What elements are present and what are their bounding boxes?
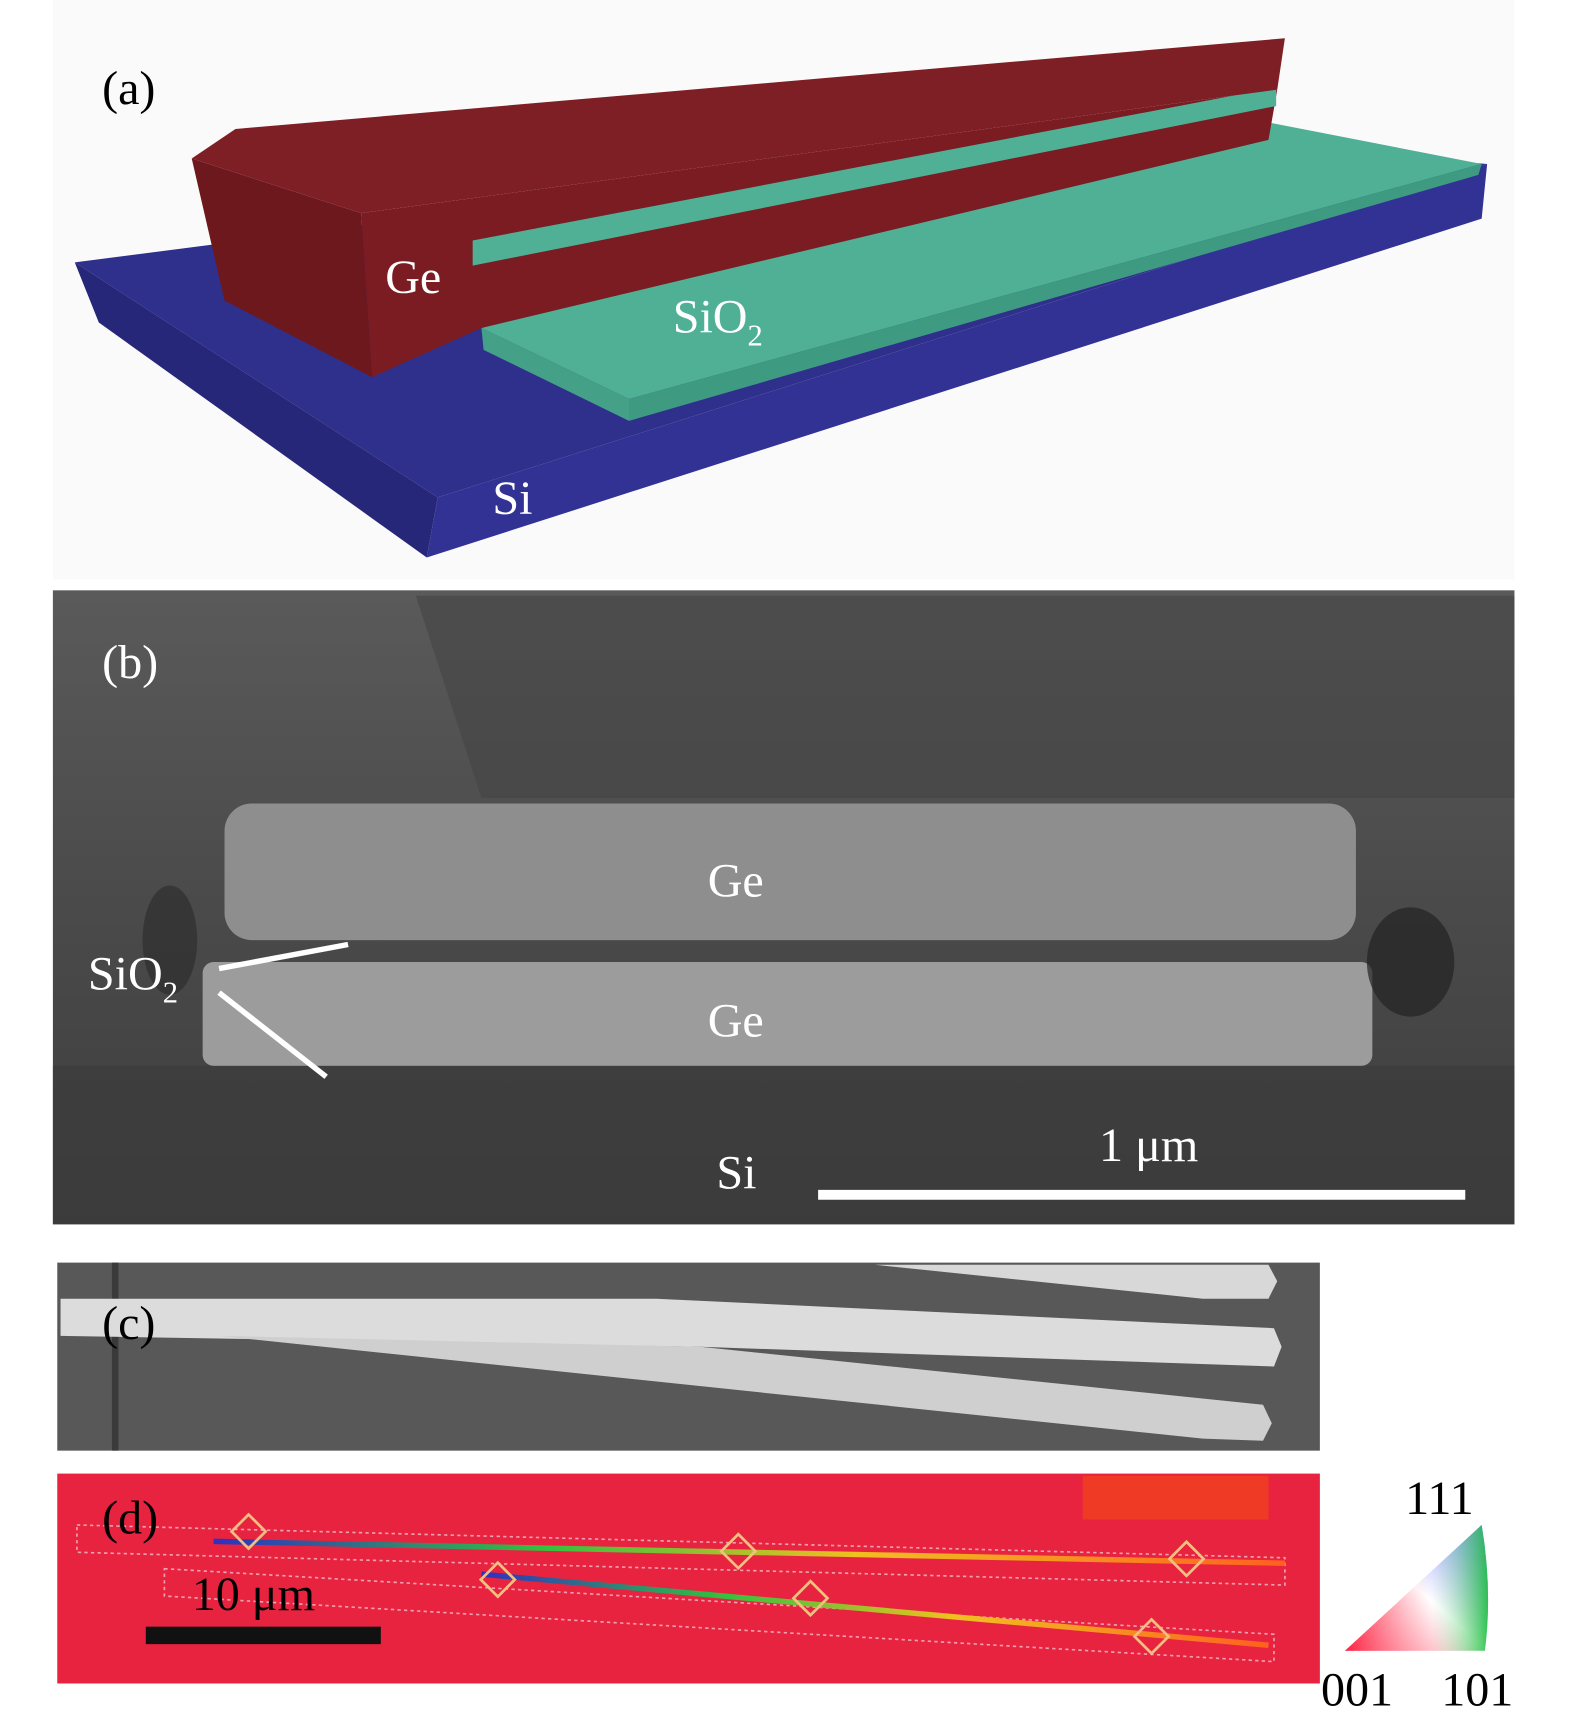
ge-top-label: Ge <box>708 854 764 907</box>
sio2-layer <box>481 122 1482 421</box>
legend-101: 101 <box>1441 1663 1513 1713</box>
sio2-label: SiO2 <box>673 290 763 352</box>
panel-c-tag: (c) <box>102 1297 155 1350</box>
panel-d: (d) 10 μm 111 001 101 <box>57 1472 1513 1713</box>
ipf-color-legend: 111 001 101 <box>1321 1472 1513 1713</box>
panel-a: (a) Ge SiO2 Si <box>52 0 1515 580</box>
ge-lower <box>202 961 1373 1066</box>
ge-bottom-label: Ge <box>708 994 764 1047</box>
wire-1 <box>874 1264 1278 1299</box>
legend-001: 001 <box>1321 1663 1393 1713</box>
wire-3 <box>219 1335 1272 1441</box>
panel-b: (b) Ge Ge SiO2 Si 1 μm <box>52 590 1515 1225</box>
panel-a-tag: (a) <box>102 62 155 115</box>
ge-upper <box>224 803 1356 941</box>
panel-d-tag: (d) <box>102 1492 158 1545</box>
sio2-label-b: SiO2 <box>88 947 178 1009</box>
scale-bar-label-d: 10 μm <box>192 1568 315 1621</box>
ge-block <box>191 38 1285 378</box>
ge-label: Ge <box>385 251 441 304</box>
panel-c: (c) <box>57 1262 1320 1451</box>
scale-bar-10um <box>145 1626 381 1645</box>
panel-b-tag: (b) <box>102 636 158 689</box>
scale-bar-label-b: 1 μm <box>1099 1119 1198 1172</box>
ebsd-wire-1 <box>213 1538 1285 1566</box>
si-label: Si <box>492 472 532 525</box>
wire-2 <box>60 1298 1282 1367</box>
legend-111: 111 <box>1405 1472 1474 1525</box>
si-label-b: Si <box>716 1146 756 1199</box>
